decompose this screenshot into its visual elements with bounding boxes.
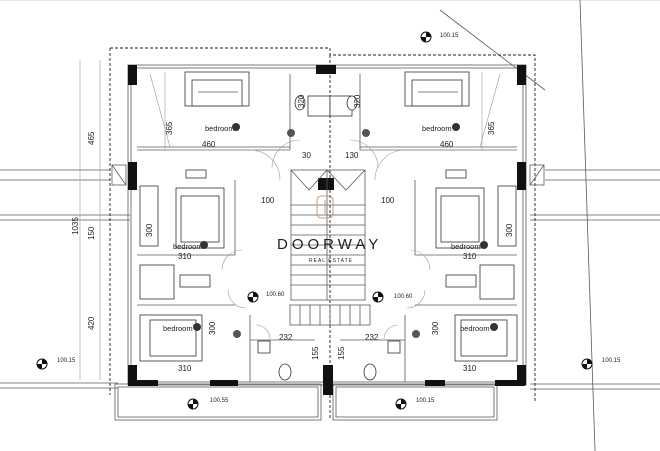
- level-marker: 100.60: [247, 291, 285, 303]
- level-marker: 100.15: [395, 398, 435, 410]
- level-marker: 100.15: [420, 31, 459, 43]
- dim-300-d: 300: [431, 321, 440, 335]
- room-markers: [193, 123, 498, 338]
- dim-30: 30: [302, 151, 311, 160]
- level-marker: 100.60: [372, 291, 413, 303]
- room-label: bedroom: [163, 324, 193, 333]
- dim-155-left: 155: [311, 346, 320, 360]
- dim-130: 130: [345, 151, 359, 160]
- dim-310-c: 310: [178, 364, 192, 373]
- dim-100-left: 100: [261, 196, 275, 205]
- room-label: bedroom: [205, 124, 235, 133]
- dim-155-right: 155: [337, 346, 346, 360]
- dim-300-c: 300: [208, 321, 217, 335]
- level-label: 100.15: [440, 33, 459, 39]
- level-label: 100.60: [394, 294, 413, 300]
- level-label: 100.15: [602, 358, 621, 364]
- balconies: [114, 383, 498, 421]
- dim-232-left: 232: [279, 333, 293, 342]
- level-label: 100.55: [210, 398, 229, 404]
- furniture: [139, 71, 518, 381]
- watermark-brand: DOORWAY: [277, 236, 382, 253]
- watermark: DOORWAY REAL ESTATE: [277, 195, 382, 264]
- room-labels: bedroom bedroom bedroom bedroom bedroom …: [163, 124, 490, 333]
- dim-310-b: 310: [463, 252, 477, 261]
- dim-232-right: 232: [365, 333, 379, 342]
- door-swings: [221, 139, 431, 340]
- room-label: bedroom: [451, 242, 481, 251]
- dimension-labels: 465 1035 150 420 365 365 320 320 460 460…: [71, 94, 514, 373]
- dim-365-right: 365: [487, 121, 496, 135]
- dimension-lines: [79, 60, 517, 380]
- dim-420: 420: [87, 316, 96, 330]
- column-markers: [111, 164, 545, 186]
- dim-460-left: 460: [202, 140, 216, 149]
- dim-100-right: 100: [381, 196, 395, 205]
- watermark-subtitle: REAL ESTATE: [309, 258, 353, 264]
- level-marker: 100.15: [581, 358, 621, 370]
- watermark-logo: [316, 195, 334, 219]
- level-marker: 100.55: [187, 398, 229, 410]
- exterior-walls: [127, 64, 527, 395]
- dim-365-left: 365: [165, 121, 174, 135]
- level-markers: 100.15 100.15 100.15 100.60 100.60 100.5…: [36, 31, 621, 410]
- dim-460-right: 460: [440, 140, 454, 149]
- dim-320-right: 320: [353, 94, 362, 108]
- dim-310-a: 310: [178, 252, 192, 261]
- dim-300-a: 300: [145, 223, 154, 237]
- dim-465: 465: [87, 131, 96, 145]
- level-label: 100.15: [57, 358, 76, 364]
- dim-300-b: 300: [505, 223, 514, 237]
- staircase: [289, 169, 371, 326]
- dim-310-d: 310: [463, 364, 477, 373]
- room-label: bedroom: [173, 242, 203, 251]
- level-label: 100.60: [266, 292, 285, 298]
- room-label: bedroom: [422, 124, 452, 133]
- dim-1035: 1035: [71, 217, 80, 235]
- dim-150: 150: [87, 226, 96, 240]
- level-label: 100.15: [416, 398, 435, 404]
- dim-320-left: 320: [297, 94, 306, 108]
- level-marker: 100.15: [36, 358, 76, 370]
- room-label: bedroom: [460, 324, 490, 333]
